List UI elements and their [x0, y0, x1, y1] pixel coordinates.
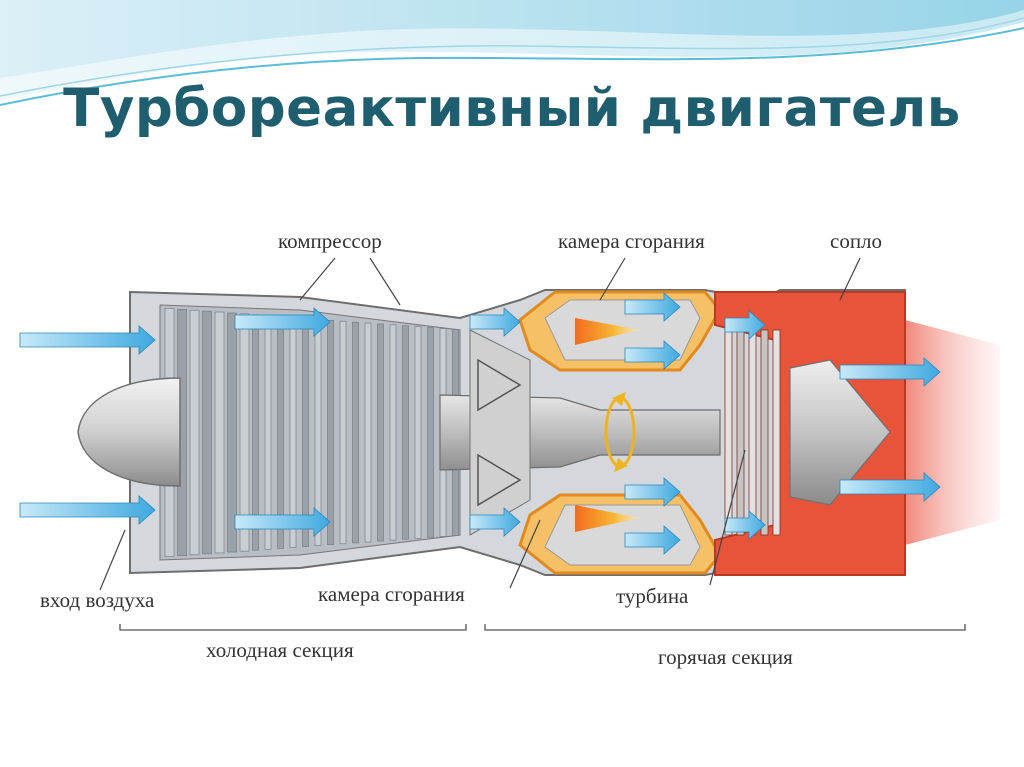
compressor-blade-row: [189, 309, 200, 556]
turbine-blade-row: [760, 329, 769, 536]
label-air-inlet: вход воздуха: [40, 588, 155, 612]
label-cold-section: холодная секция: [206, 638, 354, 662]
section-brackets: [119, 624, 966, 631]
compressor-blade-row: [402, 325, 409, 540]
core-arrow-top: [469, 307, 521, 337]
label-combustion-bottom: камера сгорания: [318, 582, 465, 606]
inlet-arrow-bottom: [19, 495, 156, 525]
rotation-arrow-icon: [604, 392, 636, 472]
compressor-blade-row: [277, 316, 284, 549]
compressor-blade-row: [227, 312, 237, 553]
label-combustion-top: камера сгорания: [558, 229, 705, 253]
compressor-blade-row: [414, 326, 422, 539]
combustion-chamber-top: [518, 290, 722, 372]
compressor-blade-row: [202, 310, 212, 555]
turbine-arrow-bottom: [724, 510, 766, 540]
turbine-blade-row: [736, 329, 745, 536]
airflow-arrows: [19, 292, 941, 555]
combustor-arrow-bottom-2: [624, 525, 681, 555]
compressor-blade-row: [302, 318, 309, 547]
combustion-chamber-bottom: [518, 493, 722, 575]
compressor-blade-row: [289, 317, 297, 548]
cold-section-bracket: [119, 624, 467, 631]
exhaust-arrow-top: [839, 357, 941, 387]
label-turbine: турбина: [616, 584, 689, 608]
combustor-arrow-top-2: [624, 340, 681, 370]
turbine-blade-row: [748, 329, 757, 536]
combustor-arrow-bottom-1: [624, 477, 681, 507]
exhaust-arrow-bottom: [839, 472, 941, 502]
hot-section-bracket: [484, 624, 966, 631]
label-hot-section: горячая секция: [658, 645, 793, 669]
slide-title: Турбореактивный двигатель: [63, 78, 961, 139]
turbine-arrow-top: [724, 310, 766, 340]
compressor-blade-row: [339, 320, 347, 545]
label-compressor: компрессор: [278, 229, 382, 253]
tail-cone: [789, 359, 891, 506]
compressor-blade-row: [427, 327, 434, 538]
compressor-blade-row: [239, 313, 250, 552]
compressor-blade-row: [264, 315, 272, 550]
spinner: [77, 377, 181, 487]
compressor-arrow-top: [234, 307, 331, 337]
leader-lines: [99, 257, 861, 591]
label-nozzle: сопло: [830, 229, 883, 253]
compressor-blade-row: [377, 323, 384, 542]
compressor-blade-row: [214, 311, 225, 554]
exhaust-plume: [905, 320, 1000, 545]
combustor-arrow-top-1: [624, 292, 681, 322]
compressor-blade-row: [389, 324, 397, 541]
compressor-blade-row: [327, 319, 334, 546]
compressor-blade-row: [364, 322, 372, 543]
core-arrow-bottom: [469, 507, 521, 537]
compressor-blade-row: [352, 321, 359, 544]
compressor-arrow-bottom: [234, 507, 331, 537]
inlet-arrow-top: [19, 325, 156, 355]
turbine-blade-row: [772, 329, 781, 536]
